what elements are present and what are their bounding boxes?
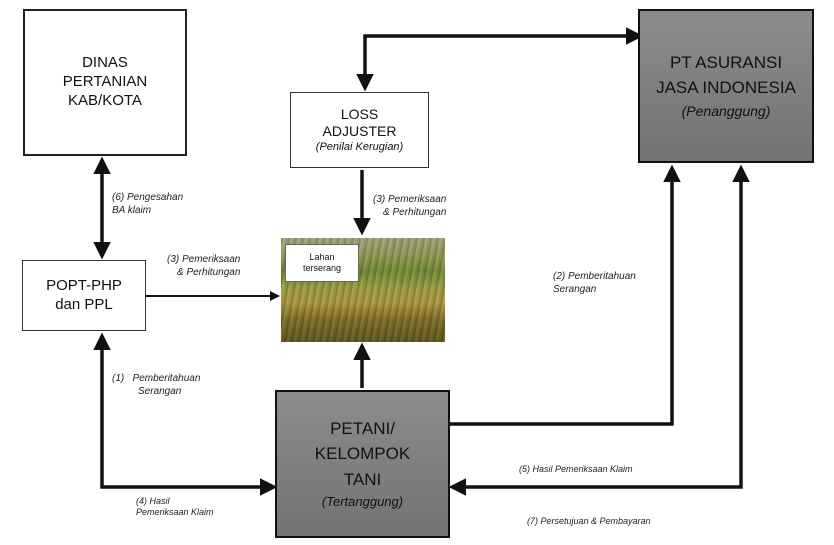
label-4-hasil: (4) Hasil Pemeriksaan Klaim [136,496,214,519]
box-role: (Penilai Kerugian) [315,140,404,153]
connector-asuransi-petani [448,164,750,496]
box-role: (Tertanggung) [321,493,404,509]
box-line: DINAS [82,54,128,72]
petani-box: PETANI/ KELOMPOK TANI (Tertanggung) [275,390,450,538]
loss-adjuster-box: LOSS ADJUSTER (Penilai Kerugian) [290,92,429,168]
lahan-label: Lahan terserang [285,244,359,282]
popt-php-box: POPT-PHP dan PPL [22,260,146,331]
pt-asuransi-box: PT ASURANSI JASA INDONESIA (Penanggung) [638,9,814,163]
label-line: (3) Pemeriksaan [167,254,241,265]
photo-label-line: Lahan [309,251,335,262]
box-line: KAB/KOTA [68,91,142,109]
label-line: (6) Pengesahan [112,192,184,203]
box-line: PT ASURANSI [669,53,783,72]
label-1-pemberitahuan: (1) Pemberitahuan Serangan [112,373,200,398]
dinas-pertanian-box: DINAS PERTANIAN KAB/KOTA [23,9,187,156]
connector-loss-asuransi [356,27,644,92]
label-6-pengesahan: (6) Pengesahan BA klaim [112,192,183,217]
label-line: (1) Pemberitahuan [112,373,201,384]
label-line: (4) Hasil [136,496,170,506]
box-role: (Penanggung) [681,102,771,119]
label-line: & Perhitungan [383,206,447,218]
label-line: Serangan [138,385,182,397]
label-7-persetujuan: (7) Persetujuan & Pembayaran [527,516,651,527]
box-line: KELOMPOK [314,444,411,464]
label-3-pemeriksaan-left: (3) Pemeriksaan & Perhitungan [167,254,240,279]
box-line: dan PPL [55,295,113,313]
connector-petani-asuransi [450,164,681,426]
label-3-pemeriksaan-top: (3) Pemeriksaan & Perhitungan [373,194,446,219]
label-line: (3) Pemeriksaan [373,194,447,205]
box-line: POPT-PHP [46,276,122,294]
label-line: Serangan [553,283,597,295]
connector-popt-petani [93,332,278,496]
box-line: LOSS [340,105,379,122]
label-2-pemberitahuan: (2) Pemberitahuan Serangan [553,271,636,296]
box-line: JASA INDONESIA [656,78,796,98]
label-line: & Perhitungan [177,266,241,278]
box-line: PERTANIAN [62,73,148,91]
box-line: TANI [343,469,382,489]
box-line: ADJUSTER [322,123,397,140]
label-line: BA klaim [112,204,152,216]
label-line: Pemeriksaan Klaim [136,507,214,518]
label-line: (5) Hasil Pemeriksaan Klaim [519,464,633,474]
label-line: (7) Persetujuan & Pembayaran [527,516,651,526]
box-line: PETANI/ [330,419,395,438]
label-5-hasil: (5) Hasil Pemeriksaan Klaim [519,464,633,475]
label-line: (2) Pemberitahuan [553,271,636,282]
photo-label-line: terserang [302,263,342,273]
